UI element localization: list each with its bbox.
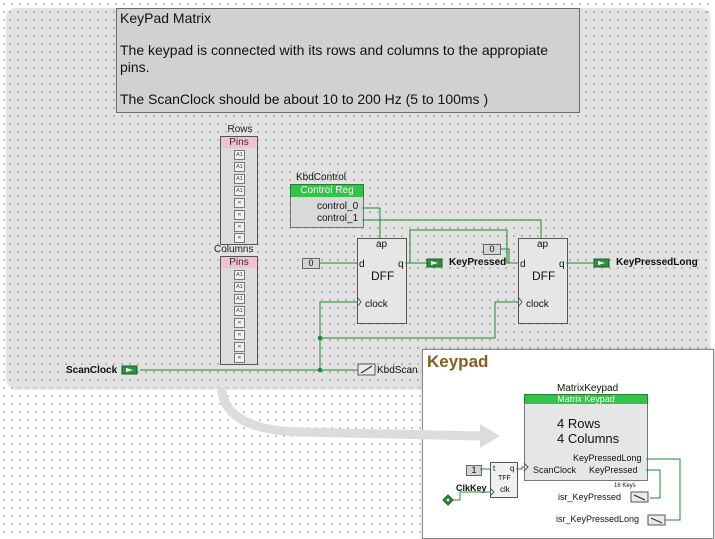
rows-pins-label: Rows	[227, 124, 253, 135]
analog-pin-icon: A1	[234, 306, 245, 316]
tff-const-input[interactable]: 1	[466, 465, 482, 476]
control-reg-component[interactable]: control_0 control_1	[290, 197, 364, 228]
interrupt-icon	[647, 514, 666, 526]
output-port-icon	[593, 258, 610, 268]
digital-pin-icon: ✕	[234, 233, 245, 243]
keypressed-output-label[interactable]: KeyPressed	[449, 257, 507, 268]
digital-pin-icon: ✕	[234, 198, 245, 208]
columns-pins-component[interactable]: A1 A1 A1 A1 ✕ ✕ ✕ ✕	[220, 268, 258, 365]
isr-keypressed-label[interactable]: isr_KeyPressed	[558, 492, 622, 502]
clk-port-label: clk	[500, 485, 510, 494]
digital-pin-icon: ✕	[234, 318, 245, 328]
q-port-label: q	[398, 259, 404, 270]
d-port-label: d	[520, 259, 526, 270]
scanclock-input-label[interactable]: ScanClock	[66, 365, 118, 376]
interrupt-icon	[357, 363, 376, 376]
scanclock-port-label: ScanClock	[533, 465, 577, 475]
clock-port-label: clock	[526, 299, 549, 310]
digital-pin-icon: ✕	[234, 330, 245, 340]
output-port-icon	[426, 258, 443, 268]
kbdscan-isr-label[interactable]: KbdScan	[377, 365, 418, 376]
columns-pins-label: Columns	[214, 244, 254, 255]
digital-pin-icon: ✕	[234, 210, 245, 220]
t-port-label: t	[493, 464, 496, 473]
tff-name-label: TFF	[498, 475, 511, 482]
keypressedlong-output-label[interactable]: KeyPressedLong	[616, 257, 698, 268]
note-line: The keypad is connected with its rows an…	[120, 42, 549, 58]
control-1-label: control_1	[317, 213, 359, 224]
q-port-label: q	[510, 464, 515, 473]
schematic-wires[interactable]	[140, 207, 681, 521]
dff-1-component[interactable]: ap d q DFF clock	[357, 238, 407, 324]
analog-pin-icon: A1	[234, 270, 245, 280]
digital-pin-icon: ✕	[234, 353, 245, 363]
interrupt-icon	[630, 491, 649, 503]
dff-1-const-input[interactable]: 0	[302, 258, 320, 269]
ap-port-label: ap	[537, 239, 549, 250]
input-port-icon	[121, 365, 138, 375]
note-line: pins.	[120, 59, 150, 75]
flow-arrow-icon	[217, 387, 500, 448]
dff-2-component[interactable]: ap d q DFF clock	[518, 238, 568, 324]
note-title: KeyPad Matrix	[120, 10, 212, 26]
isr-keypressedlong-label[interactable]: isr_KeyPressedLong	[556, 514, 640, 524]
clock-port-label: clock	[365, 299, 388, 310]
clkkey-clock-label[interactable]: ClkKey	[456, 483, 487, 493]
rows-pins-component[interactable]: A1 A1 A1 A1 ✕ ✕ ✕ ✕	[220, 148, 258, 245]
keypressed-port-label: KeyPressed	[589, 465, 638, 475]
analog-pin-icon: A1	[234, 150, 245, 160]
note-line: The ScanClock should be about 10 to 200 …	[120, 91, 489, 107]
d-port-label: d	[359, 259, 365, 270]
analog-pin-icon: A1	[234, 186, 245, 196]
analog-pin-icon: A1	[234, 294, 245, 304]
keypressedlong-port-label: KeyPressedLong	[573, 453, 642, 463]
rows-count-text: 4 Rows	[557, 416, 601, 431]
digital-pin-icon: ✕	[234, 342, 245, 352]
analog-pin-icon: A1	[234, 282, 245, 292]
keys-count-label: 16 Keys	[614, 483, 636, 489]
dff-name-label: DFF	[371, 269, 395, 283]
clock-source-icon	[442, 494, 454, 506]
annotation-note[interactable]: KeyPad Matrix The keypad is connected wi…	[116, 8, 580, 113]
analog-pin-icon: A1	[234, 174, 245, 184]
digital-pin-icon: ✕	[234, 222, 245, 232]
ap-port-label: ap	[376, 239, 388, 250]
dff-name-label: DFF	[532, 269, 556, 283]
analog-pin-icon: A1	[234, 162, 245, 172]
matrix-keypad-component[interactable]: 4 Rows 4 Columns KeyPressedLong ScanCloc…	[524, 404, 648, 481]
junction-dot	[317, 335, 323, 341]
keypad-preview-title: Keypad	[427, 352, 489, 371]
control-0-label: control_0	[317, 201, 359, 212]
control-reg-name: KbdControl	[296, 172, 347, 183]
q-port-label: q	[559, 259, 565, 270]
junction-dot	[317, 367, 323, 373]
cols-count-text: 4 Columns	[557, 431, 620, 446]
matrix-keypad-name: MatrixKeypad	[557, 383, 619, 394]
